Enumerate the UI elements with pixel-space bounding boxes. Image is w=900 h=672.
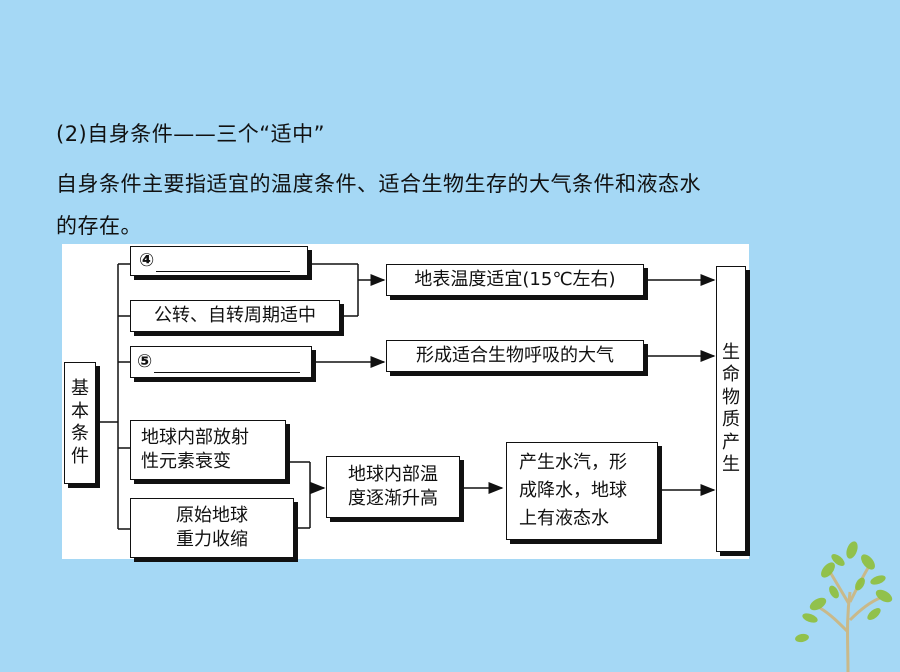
connector-lines bbox=[96, 263, 716, 530]
interior-temperature-box: 地球内部温 度逐渐升高 bbox=[326, 456, 460, 518]
temperature-result-box: 地表温度适宜(15℃左右) bbox=[386, 264, 644, 296]
root-char: 本 bbox=[71, 400, 89, 422]
temperature-result-label: 地表温度适宜(15℃左右) bbox=[414, 268, 616, 290]
root-char: 条 bbox=[71, 423, 89, 444]
liquid-water-box: 产生水汽，形 成降水，地球 上有液态水 bbox=[506, 442, 658, 540]
blank-4-answer-line bbox=[156, 251, 291, 272]
blank-4-box: ④ bbox=[130, 246, 308, 276]
blank-4-label: ④ bbox=[139, 249, 155, 271]
radioactive-line-2: 性元素衰变 bbox=[141, 451, 231, 472]
paragraph-line-1: 自身条件主要指适宜的温度条件、适合生物生存的大气条件和液态水 bbox=[56, 172, 701, 196]
water-line-3: 上有液态水 bbox=[519, 507, 609, 529]
atmosphere-result-label: 形成适合生物呼吸的大气 bbox=[416, 344, 614, 366]
orbit-rotation-label: 公转、自转周期适中 bbox=[154, 304, 316, 326]
root-node: 基 本 条 件 bbox=[64, 362, 96, 484]
blank-5-answer-line bbox=[154, 352, 301, 373]
interior-temp-line-2: 度逐渐升高 bbox=[348, 488, 438, 509]
radioactive-decay-box: 地球内部放射 性元素衰变 bbox=[130, 420, 286, 480]
orbit-rotation-box: 公转、自转周期适中 bbox=[130, 300, 340, 332]
blank-5-label: ⑤ bbox=[137, 350, 153, 372]
outcome-char: 物 bbox=[722, 386, 740, 408]
paragraph-line-2: 的存在。 bbox=[56, 214, 142, 238]
water-line-2: 成降水，地球 bbox=[519, 480, 627, 502]
interior-temp-line-1: 地球内部温 bbox=[348, 463, 438, 485]
flow-diagram: 基 本 条 件 ④ 公转、自转周期适中 ⑤ 地球内部放射 性元素衰变 原始地球 … bbox=[62, 244, 749, 559]
gravity-line-1: 原始地球 bbox=[176, 504, 248, 526]
root-char: 基 bbox=[71, 378, 89, 399]
outcome-char: 命 bbox=[722, 364, 740, 385]
gravity-contraction-box: 原始地球 重力收缩 bbox=[130, 498, 294, 558]
gravity-line-2: 重力收缩 bbox=[176, 529, 248, 550]
radioactive-line-1: 地球内部放射 bbox=[141, 426, 249, 448]
section-heading: (2)自身条件——三个“适中” bbox=[56, 122, 326, 146]
outcome-char: 生 bbox=[722, 341, 740, 363]
outcome-char: 产 bbox=[722, 431, 740, 453]
blank-5-box: ⑤ bbox=[130, 346, 312, 378]
atmosphere-result-box: 形成适合生物呼吸的大气 bbox=[386, 340, 644, 372]
decorative-tree-icon bbox=[795, 541, 893, 672]
outcome-char: 质 bbox=[722, 409, 740, 430]
outcome-char: 生 bbox=[722, 454, 740, 475]
root-char: 件 bbox=[71, 445, 89, 467]
outcome-node: 生 命 物 质 产 生 bbox=[716, 266, 746, 552]
water-line-1: 产生水汽，形 bbox=[519, 452, 627, 474]
